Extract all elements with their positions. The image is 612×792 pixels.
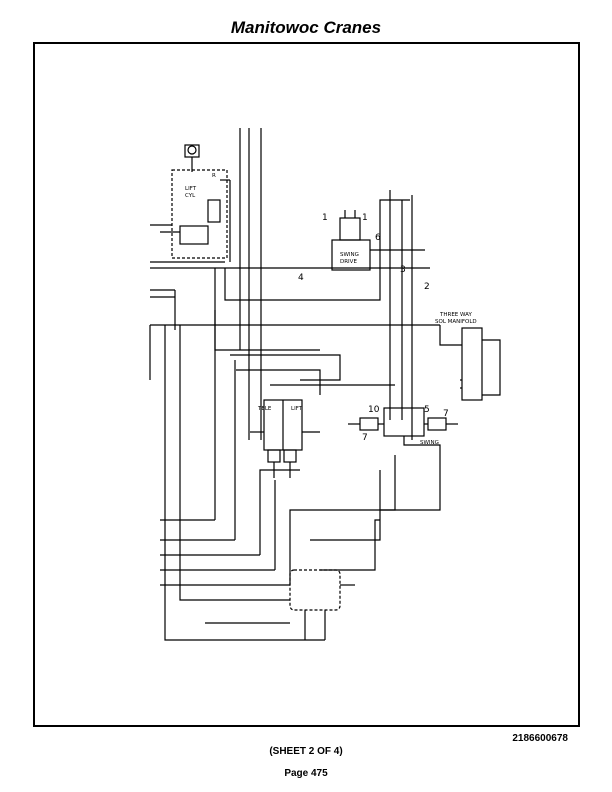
- lift-cyl-valve: [179, 225, 209, 245]
- swing-drive-label-2: DRIVE: [340, 259, 357, 265]
- callout: 3: [400, 265, 406, 275]
- callout: 1: [322, 213, 328, 223]
- lift-valve-label: LIFT: [291, 406, 303, 412]
- callout: 7: [362, 433, 368, 443]
- callout: 7: [443, 409, 449, 419]
- manifold-label-2: SOL MANIFOLD: [435, 319, 477, 325]
- lift-cyl-label-1: LIFT: [185, 186, 197, 192]
- lift-cyl-box: [171, 169, 228, 259]
- callout: 4: [298, 273, 304, 283]
- lift-cyl-label-2: CYL: [185, 193, 196, 199]
- manifold-label-1: THREE WAY: [439, 312, 472, 318]
- callout: 1: [362, 213, 368, 223]
- junction-box: [289, 569, 341, 611]
- tele-label: TELE: [257, 406, 272, 412]
- callout: 6: [375, 233, 381, 243]
- swing-valve-label: SWING: [420, 440, 439, 446]
- three-way-manifold: [461, 327, 483, 401]
- cyl-top: [184, 144, 200, 158]
- callout: 5: [424, 405, 430, 415]
- sheet-label: (SHEET 2 OF 4): [269, 746, 343, 757]
- document-number: 2186600678: [512, 733, 568, 744]
- callout: 10: [368, 405, 380, 415]
- swing-drive-label-1: SWING: [340, 252, 359, 258]
- callout: 2: [424, 282, 430, 292]
- page-number: Page 475: [284, 768, 328, 779]
- page-title: Manitowoc Cranes: [230, 18, 382, 37]
- lift-cyl-port: R: [212, 173, 216, 179]
- diagram-frame: [33, 42, 580, 727]
